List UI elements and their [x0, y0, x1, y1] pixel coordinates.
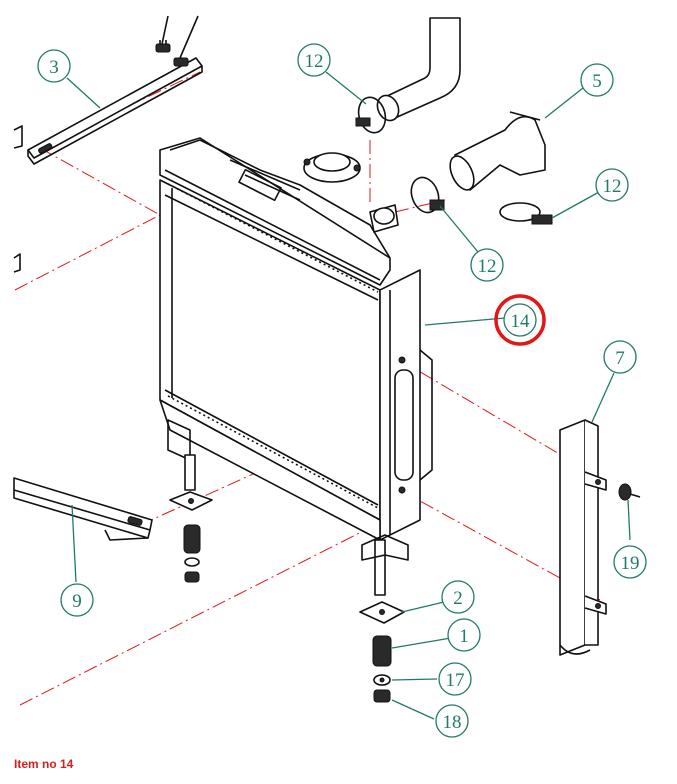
callout-label: 9 [72, 591, 82, 612]
right-mount-stack [359, 601, 405, 703]
callout-3: 3 [37, 49, 71, 83]
bracket-part-3 [27, 15, 203, 165]
callout-12-middle: 12 [470, 248, 504, 282]
callout-1: 1 [447, 618, 481, 652]
callout-label: 18 [443, 712, 462, 733]
exploded-parts-diagram: 3 12 5 12 12 14 7 19 9 2 1 17 [13, 15, 647, 738]
callout-label: 12 [305, 51, 324, 72]
callout-label: 5 [592, 71, 602, 92]
upper-hose [376, 17, 461, 122]
highlight-ring [494, 294, 546, 346]
callout-17: 17 [438, 662, 472, 696]
item-caption: Item no 14 [14, 757, 74, 771]
callout-label: 2 [453, 588, 463, 609]
bolt-part-19 [618, 483, 641, 501]
callout-18: 18 [435, 704, 469, 738]
callout-12-right: 12 [595, 168, 629, 202]
callout-label: 1 [459, 626, 469, 647]
bracket-part-9 [13, 477, 153, 541]
callout-label: 17 [446, 670, 465, 691]
callout-12-top: 12 [297, 43, 331, 77]
radiator-part-14 [159, 137, 433, 596]
callout-14-highlighted: 14 [494, 294, 546, 346]
callout-label: 12 [478, 256, 497, 277]
callout-5: 5 [580, 63, 614, 97]
left-edge-parts [13, 125, 23, 273]
left-mount-stack [169, 491, 213, 583]
callout-label: 19 [621, 553, 640, 574]
callout-19: 19 [613, 545, 647, 579]
callout-9: 9 [60, 583, 94, 617]
callout-label: 7 [615, 348, 625, 369]
elbow-hose-part-5 [449, 111, 546, 191]
callout-label: 3 [49, 57, 59, 78]
side-bracket-part-7 [559, 419, 607, 656]
callout-label: 12 [603, 176, 622, 197]
hose-clamps-part-12 [355, 96, 553, 225]
callout-label: 14 [511, 311, 531, 332]
callout-7: 7 [603, 340, 637, 374]
leader-lines [66, 71, 631, 720]
callout-2: 2 [441, 580, 475, 614]
